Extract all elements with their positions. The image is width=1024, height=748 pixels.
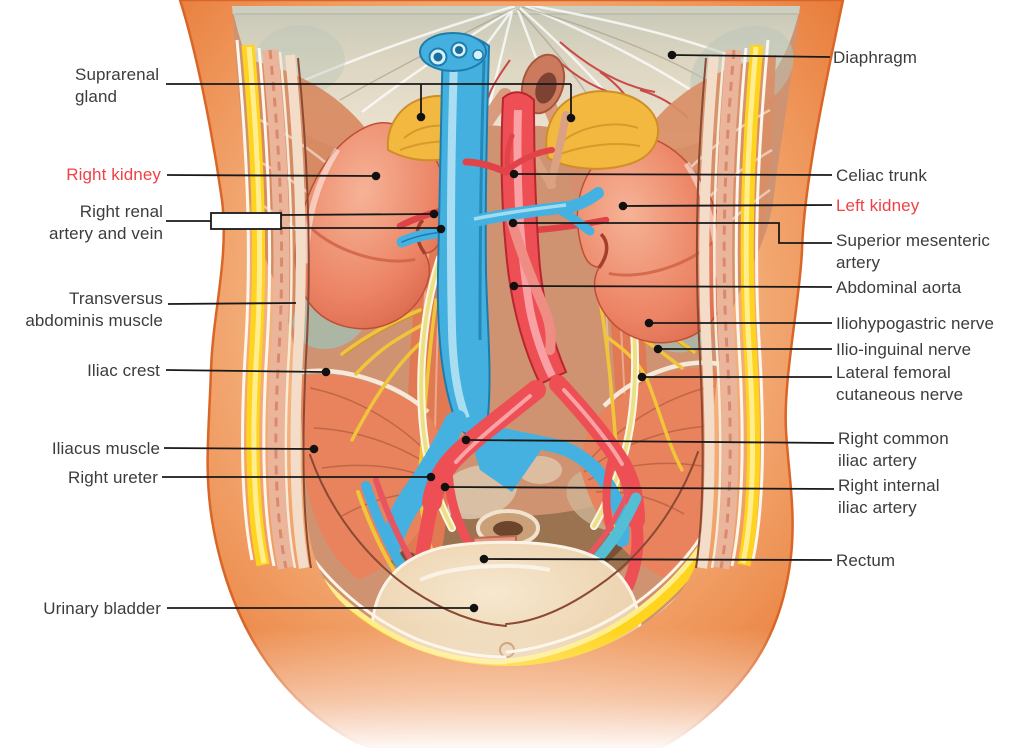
left-abdominal-wall-layers <box>235 39 312 570</box>
celiac-trunk-shape <box>462 133 555 176</box>
superior-mesenteric-artery-shape <box>507 217 556 355</box>
iliac-crest-ridge <box>301 368 430 414</box>
right-kidney-shape <box>294 121 448 330</box>
leader-lines <box>162 54 835 609</box>
leader-dots <box>309 50 677 613</box>
bottom-fade <box>0 628 1024 748</box>
